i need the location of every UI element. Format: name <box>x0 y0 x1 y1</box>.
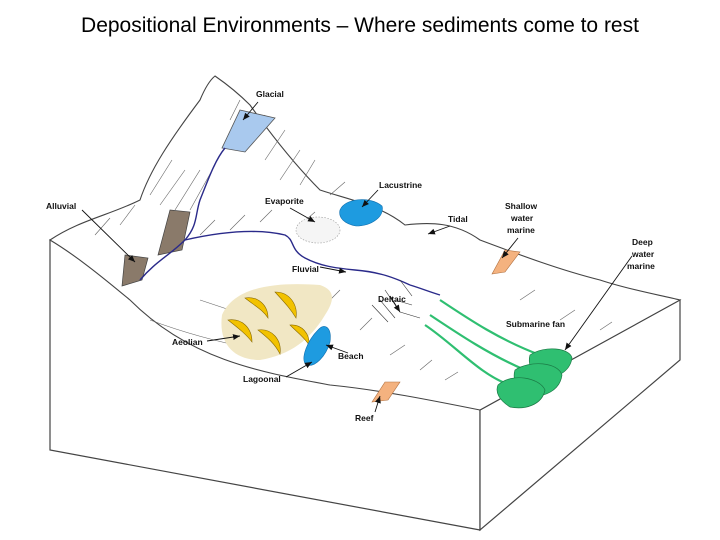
label-fluvial: Fluvial <box>292 264 319 274</box>
label-leaders <box>81 101 633 413</box>
shallow-water-marine-deposit <box>491 249 521 275</box>
label-lacustrine: Lacustrine <box>379 180 422 190</box>
label-reef: Reef <box>355 413 374 423</box>
label-alluvial: Alluvial <box>46 201 76 211</box>
label-tidal: Tidal <box>448 214 468 224</box>
submarine-fan-channels <box>424 299 541 387</box>
label-deltaic: Deltaic <box>378 294 406 304</box>
label-submarine-fan: Submarine fan <box>506 319 565 329</box>
glacial-deposit <box>221 109 276 153</box>
page-title: Depositional Environments – Where sedime… <box>81 14 639 37</box>
label-deep-water-marine-3: marine <box>627 261 655 271</box>
beach-lagoon <box>303 326 331 366</box>
label-deep-water-marine-2: water <box>631 249 655 259</box>
river-network <box>139 147 441 296</box>
label-shallow-water-marine-2: water <box>510 213 534 223</box>
label-glacial: Glacial <box>256 89 284 99</box>
terrain-surface <box>48 75 682 411</box>
label-shallow-water-marine-3: marine <box>507 225 535 235</box>
label-deep-water-marine-1: Deep <box>632 237 653 247</box>
aeolian-dune-field <box>221 284 332 360</box>
label-aeolian: Aeolian <box>172 337 203 347</box>
label-evaporite: Evaporite <box>265 196 304 206</box>
deltaic-channels <box>371 279 421 323</box>
aeolian-dunes <box>227 291 310 355</box>
label-lagoonal: Lagoonal <box>243 374 281 384</box>
evaporite-basin <box>295 216 341 244</box>
submarine-fans <box>496 348 573 409</box>
label-beach: Beach <box>338 351 364 361</box>
label-shallow-water-marine-1: Shallow <box>505 201 538 211</box>
lacustrine-lake <box>339 199 383 227</box>
